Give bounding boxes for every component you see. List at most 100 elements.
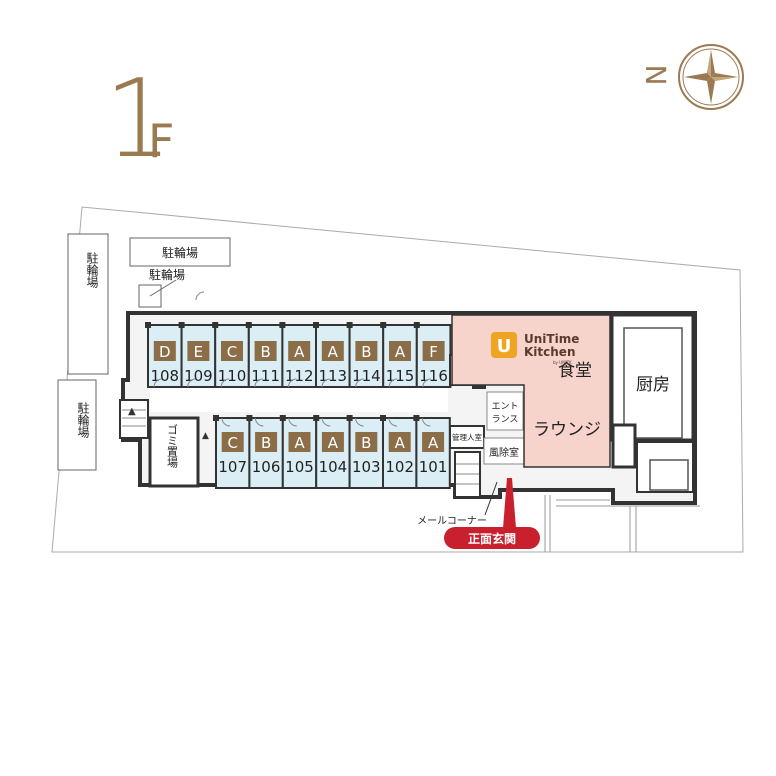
room-number-label: 116 [419, 367, 448, 385]
room-type-badge [355, 432, 378, 452]
manager-room-label: 管理人室 [452, 432, 482, 442]
room-type-label: B [261, 434, 271, 452]
garbage-room-label: ゴミ置場 [166, 423, 179, 469]
room-type-badge [355, 341, 378, 361]
room-type-badge [288, 341, 311, 361]
manager-room [449, 425, 485, 449]
room-type-badge [221, 341, 243, 361]
room-type-badge [422, 341, 445, 361]
mail-corner-label: メールコーナー [417, 515, 487, 527]
room-type-label: A [428, 434, 439, 452]
room-type-label: A [328, 343, 339, 361]
room-type-badge [288, 432, 311, 452]
room-type-badge [187, 341, 210, 361]
room-type-label: D [159, 343, 171, 361]
dining-label: 食堂 [558, 361, 592, 381]
room-number-label: 106 [252, 458, 281, 476]
bike-parking-top-label: 駐輪場 [162, 245, 198, 260]
main-entrance-arrow-icon [503, 478, 516, 528]
room-number-label: 104 [319, 458, 348, 476]
room-number-label: 112 [285, 367, 314, 385]
room-type-label: C [227, 343, 237, 361]
room-type-label: E [194, 343, 203, 361]
lounge-label: ラウンジ [533, 420, 601, 440]
stairs-inner-arrow-icon: ▲ [202, 431, 209, 441]
north-room-114: B 114 [346, 322, 385, 388]
room-type-label: B [260, 343, 270, 361]
room-number-label: 110 [218, 367, 247, 385]
south-room-107: C 107 [213, 415, 251, 489]
room-type-label: A [395, 434, 406, 452]
room-number-label: 113 [318, 367, 347, 385]
room-number-label: 107 [218, 458, 247, 476]
room-type-badge [389, 341, 411, 361]
room-type-label: A [395, 343, 406, 361]
floor-number: 1 [104, 57, 173, 182]
room-number-label: 109 [184, 367, 213, 385]
bike-parking-left-bottom [57, 379, 97, 471]
north-room-109: E 109 [178, 322, 217, 388]
room-type-badge [254, 341, 277, 361]
floor-suffix: F [148, 114, 175, 168]
bike-parking-left-top [67, 233, 109, 375]
north-room-110: C 110 [212, 322, 250, 388]
room-number-label: 102 [385, 458, 414, 476]
south-room-104: A 104 [313, 415, 351, 489]
main-entrance-badge [444, 527, 540, 549]
windbreak-room [483, 437, 525, 465]
bike-parking-left-bottom-label: 駐輪場 [76, 401, 90, 439]
room-type-label: B [361, 434, 371, 452]
north-room-108: D 108 [145, 322, 183, 388]
south-room-103: B 103 [346, 415, 385, 489]
room-type-label: C [227, 434, 237, 452]
main-entrance-label: 正面玄関 [468, 531, 516, 546]
south-room-105: A 105 [279, 415, 318, 489]
compass-icon [678, 44, 744, 110]
room-type-label: A [294, 434, 305, 452]
north-room-111: B 111 [245, 322, 284, 388]
stairs-west [119, 399, 149, 439]
bike-parking-left-top-label: 駐輪場 [85, 251, 99, 289]
bike-parking-top-label-2: 駐輪場 [149, 267, 185, 282]
bike-parking-top [129, 237, 231, 267]
north-room-115: A 115 [380, 322, 418, 388]
north-label: N [640, 65, 673, 86]
room-type-badge [153, 341, 176, 361]
mail-corner-leader [484, 481, 498, 516]
room-number-label: 103 [352, 458, 381, 476]
kitchen-label: 厨房 [636, 375, 670, 395]
entrance-hall [486, 391, 524, 431]
brand-sub: by UNIZK [553, 360, 572, 365]
garbage-room [148, 416, 200, 488]
south-east-lines [544, 495, 700, 552]
room-type-label: B [361, 343, 371, 361]
entrance-hall-label-2: ランス [492, 414, 519, 425]
logo-letter: U [497, 336, 512, 357]
room-type-badge [321, 341, 344, 361]
stairs-west-steps [122, 409, 146, 427]
room-number-label: 105 [285, 458, 314, 476]
corridor [150, 387, 448, 412]
room-type-badge [321, 432, 344, 452]
room-type-badge [221, 432, 244, 452]
room-type-badge [422, 432, 445, 452]
room-type-badge [388, 432, 411, 452]
brand-line-2: Kitchen [524, 345, 576, 359]
room-number-label: 108 [150, 367, 179, 385]
entrance-hall-label-1: エント [491, 402, 518, 412]
room-number-label: 115 [386, 367, 415, 385]
room-type-label: A [294, 343, 305, 361]
room-type-label: A [328, 434, 339, 452]
rooms-north-row: D 108 E 109 C 110 B 111 A 112 A 113 B 114 A 115 F 116 [145, 322, 452, 388]
north-room-112: A 112 [279, 322, 317, 388]
room-number-label: 111 [251, 367, 280, 385]
room-type-label: F [429, 343, 438, 361]
north-room-113: A 113 [313, 322, 351, 388]
windbreak-room-label: 風除室 [489, 446, 519, 459]
room-type-badge [255, 432, 278, 452]
brand-line-1: UniTime [524, 332, 579, 346]
unitime-kitchen-logo: U UniTime Kitchen by UNIZK [491, 332, 579, 365]
room-number-label: 114 [352, 367, 381, 385]
